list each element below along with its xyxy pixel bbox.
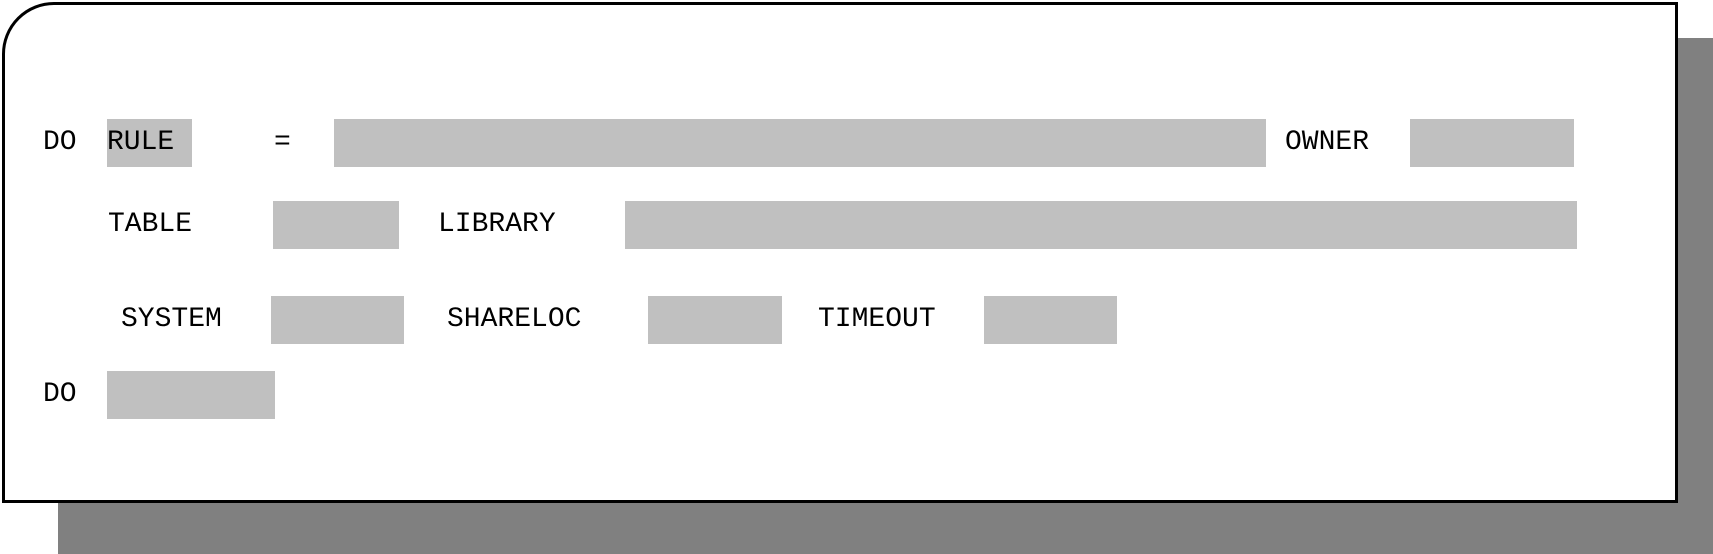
shareloc-field[interactable] [648,296,782,344]
owner-label: OWNER [1285,127,1370,158]
do-keyword-second: DO [43,379,77,410]
do-action-field[interactable] [107,371,275,419]
timeout-label: TIMEOUT [818,304,936,335]
system-label: SYSTEM [121,304,222,335]
equals-sign: = [274,127,291,158]
library-label: LIBRARY [438,209,556,240]
rule-keyword: RULE [107,119,192,167]
timeout-field[interactable] [984,296,1117,344]
system-field[interactable] [271,296,404,344]
do-keyword: DO [43,127,77,158]
shareloc-label: SHARELOC [447,304,582,335]
rule-name-field[interactable] [334,119,1266,167]
library-field[interactable] [625,201,1577,249]
table-label: TABLE [108,209,193,240]
owner-field[interactable] [1410,119,1574,167]
table-field[interactable] [273,201,399,249]
do-rule-statement-panel: DO RULE = OWNER TABLE LIBRARY SYSTEM SHA… [2,2,1678,503]
